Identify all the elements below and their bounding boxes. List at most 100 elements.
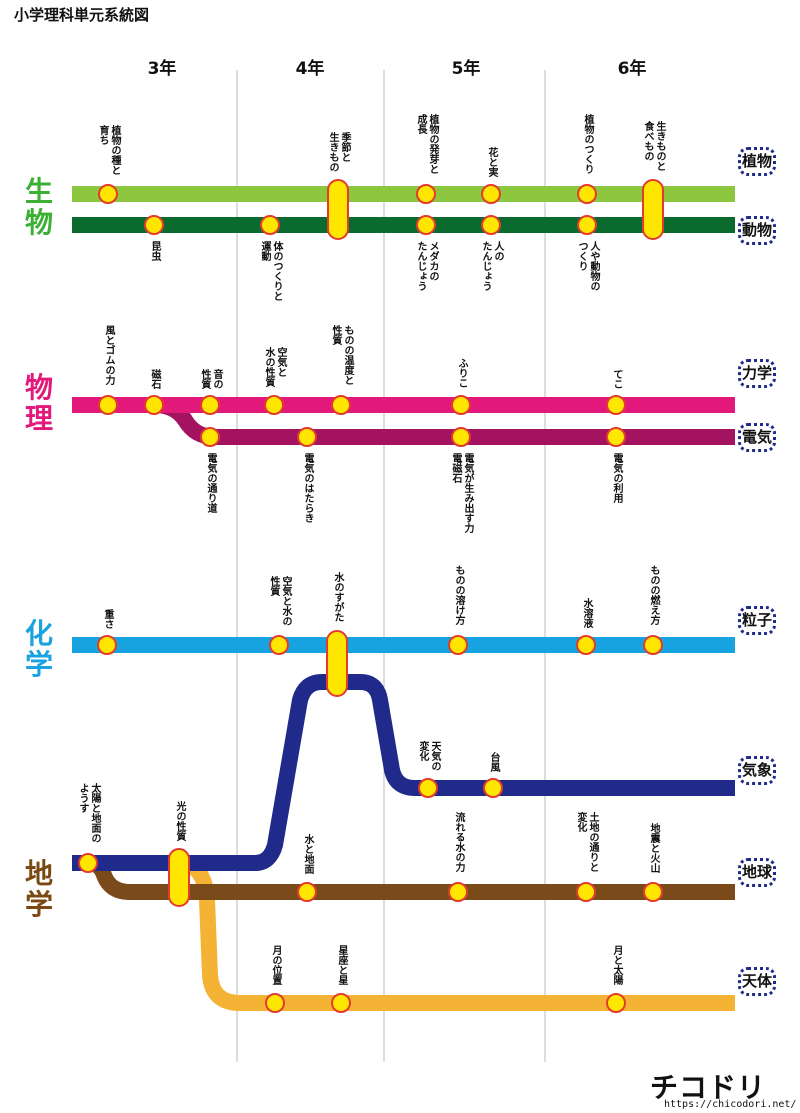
station-u12[interactable] <box>98 395 118 415</box>
station-u38[interactable] <box>331 993 351 1013</box>
station-label: 花と実 <box>486 147 497 177</box>
station-u14[interactable] <box>200 395 220 415</box>
station-u39[interactable] <box>606 993 626 1013</box>
page-title: 小学理科単元系統図 <box>14 6 150 24</box>
field-bio-text: 生物 <box>24 175 53 239</box>
station-label: 体のつくりと 運動 <box>259 241 282 301</box>
station-u2[interactable] <box>144 215 164 235</box>
station-label: 季節と 生きもの <box>327 132 350 172</box>
station-label: 人や動物の つくり <box>576 241 599 291</box>
station-label: ものの燃え方 <box>648 565 659 625</box>
station-label: 水溶液 <box>581 598 592 628</box>
grade-4-label: 4年 <box>295 59 325 79</box>
station-u27[interactable] <box>576 635 596 655</box>
station-u22[interactable] <box>606 427 626 447</box>
station-label: 月の位置 <box>270 945 281 985</box>
station-label: 流れる水の力 <box>453 812 464 872</box>
station-label: 音の 性質 <box>199 369 222 389</box>
station-u6[interactable] <box>416 215 436 235</box>
field-label-chem: 化学 <box>22 618 56 680</box>
station-u21[interactable] <box>606 395 626 415</box>
station-u10[interactable] <box>577 215 597 235</box>
station-u25[interactable] <box>326 630 348 697</box>
station-u35[interactable] <box>576 882 596 902</box>
station-u18[interactable] <box>331 395 351 415</box>
line-name-electric[interactable]: 電気 <box>738 423 776 452</box>
station-u24[interactable] <box>269 635 289 655</box>
line-name-earth[interactable]: 地球 <box>738 858 776 887</box>
station-label: 重さ <box>102 609 113 629</box>
station-u28[interactable] <box>643 635 663 655</box>
station-label: 電気の利用 <box>611 453 622 503</box>
station-u3[interactable] <box>260 215 280 235</box>
station-label: 植物の発芽と 成長 <box>415 114 438 174</box>
line-name-particle[interactable]: 粒子 <box>738 606 776 635</box>
station-u26[interactable] <box>448 635 468 655</box>
station-label: 生きものと 食べもの <box>642 121 665 171</box>
station-label: 植物の種と 育ち <box>97 125 120 175</box>
station-u13[interactable] <box>144 395 164 415</box>
field-label-earth: 地学 <box>22 858 56 920</box>
station-u36[interactable] <box>643 882 663 902</box>
station-label: 水と地面 <box>302 834 313 874</box>
station-u33[interactable] <box>297 882 317 902</box>
line-weather <box>72 674 735 871</box>
station-u20[interactable] <box>451 427 471 447</box>
station-label: 台風 <box>488 752 499 772</box>
site-url[interactable]: https://chicodori.net/ <box>664 1099 797 1110</box>
station-label: ふりこ <box>456 358 467 388</box>
line-name-space[interactable]: 天体 <box>738 967 776 996</box>
station-u15[interactable] <box>200 427 220 447</box>
station-u7[interactable] <box>481 184 501 204</box>
field-chem-text: 化学 <box>24 617 53 681</box>
station-label: 風とゴムの力 <box>103 325 114 385</box>
line-name-weather[interactable]: 気象 <box>738 756 776 785</box>
station-u17[interactable] <box>297 427 317 447</box>
station-u19[interactable] <box>451 395 471 415</box>
station-label: 星座と星 <box>336 945 347 985</box>
station-label: 地震と火山 <box>648 823 659 873</box>
station-u1[interactable] <box>98 184 118 204</box>
station-u23[interactable] <box>97 635 117 655</box>
field-label-bio: 生物 <box>22 176 56 238</box>
station-label: てこ <box>611 369 622 389</box>
station-u16[interactable] <box>264 395 284 415</box>
station-label: 電気のはたらき <box>302 453 313 523</box>
station-u5[interactable] <box>416 184 436 204</box>
station-u30[interactable] <box>483 778 503 798</box>
station-u11[interactable] <box>642 179 664 240</box>
station-u4[interactable] <box>327 179 349 240</box>
station-u31[interactable] <box>78 853 98 873</box>
station-u37[interactable] <box>265 993 285 1013</box>
grade-3-label: 3年 <box>147 59 177 79</box>
brand-logo: チコドリ <box>650 1071 767 1104</box>
line-name-plant[interactable]: 植物 <box>738 147 776 176</box>
station-label: 太陽と地面の ようす <box>77 783 100 843</box>
field-earth-text: 地学 <box>24 857 53 921</box>
grade-5-label: 5年 <box>451 59 481 79</box>
station-label: 人の たんじょう <box>480 241 503 291</box>
station-label: 電気が生み出す力 電磁石 <box>450 453 473 533</box>
grade-6-label: 6年 <box>617 59 647 79</box>
station-label: 昆虫 <box>149 241 160 261</box>
station-label: 植物のつくり <box>582 114 593 174</box>
station-u9[interactable] <box>577 184 597 204</box>
station-label: 土地の通りと 変化 <box>575 812 598 872</box>
station-u34[interactable] <box>448 882 468 902</box>
station-label: 空気と水の 性質 <box>268 576 291 626</box>
line-name-animal[interactable]: 動物 <box>738 216 776 245</box>
field-label-phy: 物理 <box>22 372 56 434</box>
station-u32[interactable] <box>168 848 190 907</box>
line-name-force[interactable]: 力学 <box>738 359 776 388</box>
station-u8[interactable] <box>481 215 501 235</box>
field-phy-text: 物理 <box>24 371 53 435</box>
station-label: 天気の 変化 <box>417 741 440 771</box>
station-label: 光の性質 <box>174 801 185 841</box>
station-label: メダカの たんじょう <box>415 241 438 291</box>
station-u29[interactable] <box>418 778 438 798</box>
station-label: 磁石 <box>149 369 160 389</box>
station-label: 電気の通り道 <box>205 453 216 513</box>
station-label: ものの温度と 性質 <box>330 325 353 385</box>
